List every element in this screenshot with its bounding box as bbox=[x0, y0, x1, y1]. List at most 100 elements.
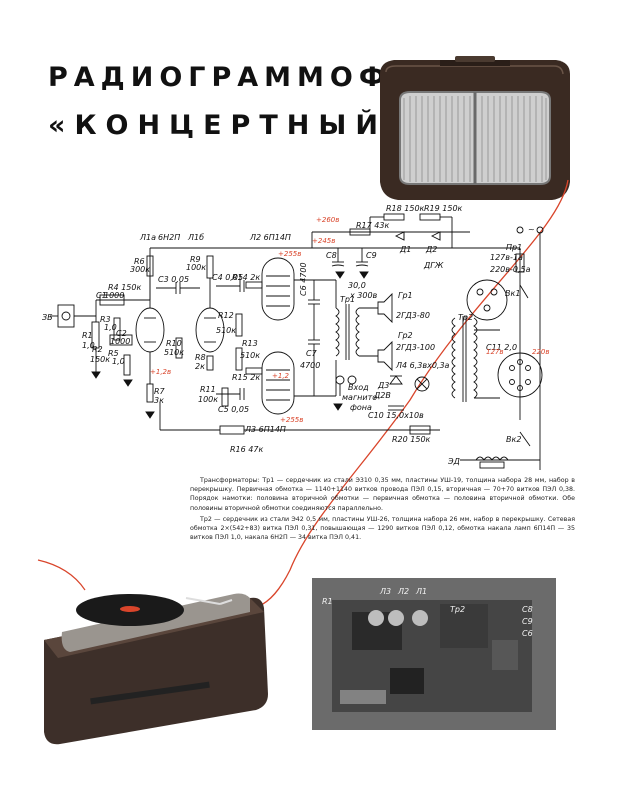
label-d2: Д2 bbox=[425, 245, 437, 254]
label-r2: R2 bbox=[92, 345, 103, 354]
label-zb: ЗБ bbox=[42, 313, 53, 322]
label-r9-value: 100к bbox=[186, 263, 206, 272]
photo-label-c6: C6 bbox=[522, 629, 533, 638]
label-r3: R3 bbox=[100, 315, 111, 324]
label-voltage-255b: +255в bbox=[280, 416, 303, 424]
label-input-1: Вход bbox=[348, 383, 369, 392]
label-d3-value: Д2В bbox=[373, 391, 391, 400]
label-voltage-12b: +1,2 bbox=[272, 372, 290, 380]
label-l1a: Л1а bbox=[139, 233, 156, 242]
label-c1-value: 1000 bbox=[104, 291, 124, 300]
red-cable-left bbox=[37, 559, 86, 591]
label-mains: ~ bbox=[528, 225, 535, 234]
label-c10: C10 15,0x10в bbox=[368, 411, 424, 420]
label-c8: C8 bbox=[326, 251, 337, 260]
label-r2-value: 150к bbox=[90, 355, 110, 364]
label-r15: R15 2к bbox=[232, 373, 260, 382]
label-r19: R19 150к bbox=[424, 204, 463, 213]
photo-label-tr2: Тр2 bbox=[450, 605, 465, 614]
label-c7-value: 4700 bbox=[300, 361, 320, 370]
label-r12: R12 bbox=[218, 311, 234, 320]
label-r10-value: 510к bbox=[164, 348, 184, 357]
label-pr1-value: 127в-1а bbox=[490, 253, 523, 262]
label-tr1: Тр1 bbox=[340, 295, 355, 304]
label-r11: R11 bbox=[200, 385, 216, 394]
label-l2: Л2 6П14П bbox=[249, 233, 291, 242]
label-l1b: Л1б bbox=[187, 233, 204, 242]
label-r13-value: 510к bbox=[240, 351, 260, 360]
label-c9: C9 bbox=[366, 251, 377, 260]
label-input-2: магнито- bbox=[342, 393, 380, 402]
speaker-cabinet bbox=[380, 56, 570, 200]
label-c9-value: x 300в bbox=[349, 291, 378, 300]
photo-label-r1: R1 bbox=[322, 597, 333, 606]
label-voltage-245: +245в bbox=[312, 237, 335, 245]
label-r8-value: 2к bbox=[195, 362, 205, 371]
label-r12-value: 510к bbox=[216, 326, 236, 335]
label-pr1: Пр1 bbox=[506, 243, 522, 252]
label-r18: R18 150к bbox=[386, 204, 425, 213]
label-r3-value: 1,0 bbox=[104, 323, 117, 332]
label-220v: 220в bbox=[532, 348, 550, 356]
label-gr1-value: 2ГД3-80 bbox=[396, 311, 430, 320]
photo-label-l3: Л3 bbox=[379, 587, 391, 596]
caption-paragraph-2: Тр2 — сердечник из стали Э42 0,5 мм, пла… bbox=[190, 515, 575, 542]
photo-label-c8: C8 bbox=[522, 605, 533, 614]
label-r6: R6 bbox=[134, 257, 145, 266]
label-r7-value: 3к bbox=[154, 396, 164, 405]
label-c2: C2 bbox=[116, 329, 127, 338]
label-c3: C3 0,05 bbox=[158, 275, 189, 284]
label-c4: C4 0,05 bbox=[212, 273, 243, 282]
label-r1: R1 bbox=[82, 331, 93, 340]
label-c11: C11 2,0 bbox=[486, 343, 517, 352]
label-voltage-255: +255в bbox=[278, 250, 301, 258]
label-c1: C1 bbox=[96, 291, 107, 300]
label-pr1-value-2: 220в-0,5а bbox=[490, 265, 531, 274]
label-r5-value: 1,0 bbox=[112, 357, 125, 366]
label-r6-value: 300к bbox=[130, 265, 150, 274]
label-c2-value: 1000 bbox=[110, 337, 130, 346]
label-r4: R4 150к bbox=[108, 283, 141, 292]
label-vk2: Вк2 bbox=[506, 435, 521, 444]
label-c6: C6 4700 bbox=[299, 262, 308, 296]
photo-label-l1: Л1 bbox=[415, 587, 427, 596]
label-c5: C5 0,05 bbox=[218, 405, 249, 414]
label-gr2: Гр2 bbox=[398, 331, 413, 340]
label-r7: R7 bbox=[154, 387, 166, 396]
caption-paragraph-1: Трансформаторы: Тр1 — сердечник из стали… bbox=[190, 477, 575, 512]
label-gr1: Гр1 bbox=[398, 291, 413, 300]
label-127v: 127в bbox=[486, 348, 504, 356]
label-r11-value: 100к bbox=[198, 395, 218, 404]
label-voltage-260: +260в bbox=[316, 216, 339, 224]
label-r8: R8 bbox=[195, 353, 206, 362]
label-c7: C7 bbox=[306, 349, 318, 358]
label-d2-value: ДГЖ bbox=[423, 261, 444, 270]
label-ed: ЭД bbox=[447, 457, 460, 466]
transformer-caption: Трансформаторы: Тр1 — сердечник из стали… bbox=[190, 476, 575, 544]
label-r14: R14 2к bbox=[232, 273, 260, 282]
label-r16: R16 47к bbox=[230, 445, 263, 454]
label-r9: R9 bbox=[190, 255, 201, 264]
chassis-photo: R1 Л3 Л2 Л1 Тр2 C8 C9 C6 bbox=[312, 578, 556, 730]
label-r10: R10 bbox=[166, 339, 182, 348]
label-r20: R20 150к bbox=[392, 435, 431, 444]
label-c8-value: 30,0 bbox=[348, 281, 366, 290]
photo-label-c9: C9 bbox=[522, 617, 533, 626]
label-r5: R5 bbox=[108, 349, 119, 358]
circuit bbox=[50, 213, 544, 470]
label-voltage-12: +1,2в bbox=[150, 368, 171, 376]
label-d1: Д1 bbox=[399, 245, 411, 254]
label-r13: R13 bbox=[242, 339, 258, 348]
label-gr2-value: 2ГД3-100 bbox=[396, 343, 435, 352]
label-l4: Л4 6,3вx0,3а bbox=[395, 361, 450, 370]
label-vk1: Вк1 bbox=[505, 289, 520, 298]
label-d3: Д3 bbox=[377, 381, 389, 390]
label-r17: R17 43к bbox=[356, 221, 389, 230]
label-tr2: Тр2 bbox=[458, 313, 473, 322]
label-tube1: 6Н2П bbox=[158, 233, 180, 242]
label-r1-value: 1,0 bbox=[82, 341, 95, 350]
photo-label-l2: Л2 bbox=[397, 587, 409, 596]
label-l3: Л3 6П14П bbox=[244, 425, 286, 434]
title-line-1: РАДИОГРАММОФОН bbox=[48, 62, 450, 93]
